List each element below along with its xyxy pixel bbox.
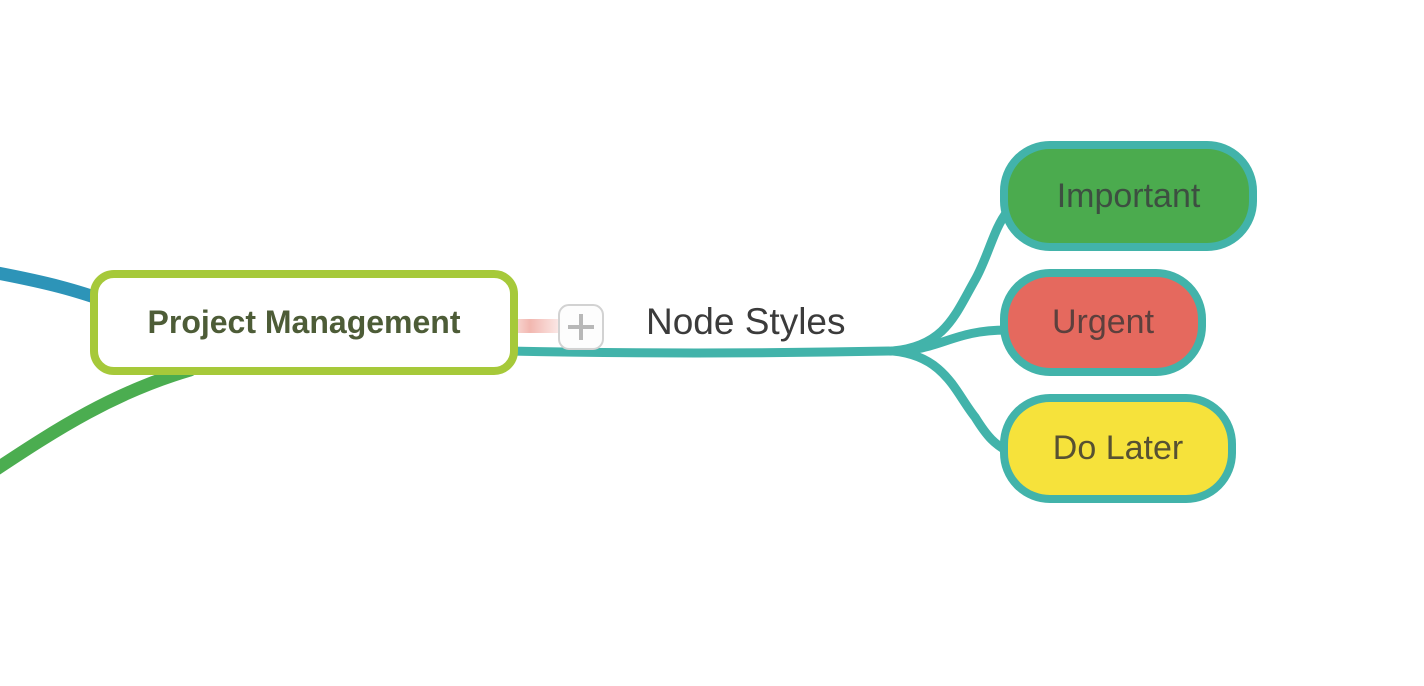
trunk-connector xyxy=(501,346,898,358)
node-important[interactable]: Important xyxy=(1000,141,1257,251)
node-project-management[interactable]: Project Management xyxy=(90,270,518,375)
add-child-button[interactable] xyxy=(558,304,604,350)
offscreen-branch-lower-left xyxy=(0,363,197,475)
node-do-later-label: Do Later xyxy=(1052,429,1184,467)
connector-do-later xyxy=(888,346,1012,456)
connector-urgent xyxy=(888,325,1012,356)
connector-important xyxy=(888,207,1012,356)
node-urgent-label: Urgent xyxy=(1051,303,1155,341)
node-important-label: Important xyxy=(1056,176,1201,215)
node-do-later[interactable]: Do Later xyxy=(1000,394,1236,503)
plus-icon xyxy=(560,306,602,348)
node-node-styles-label[interactable]: Node Styles xyxy=(646,301,846,342)
branch-drag-stub xyxy=(512,319,564,333)
node-project-management-label: Project Management xyxy=(147,304,461,340)
node-urgent[interactable]: Urgent xyxy=(1000,269,1206,376)
